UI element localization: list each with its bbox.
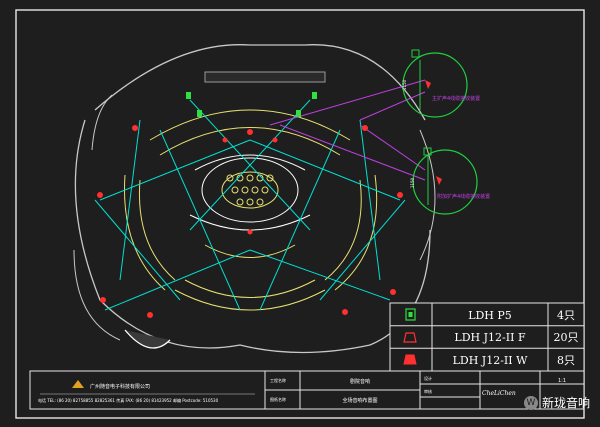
speaker-red-icon [403, 354, 417, 365]
legend-qty: 8只 [557, 354, 575, 367]
speaker-markers [97, 92, 403, 318]
watermark: W 新珑音响 [523, 394, 590, 411]
legend-model: LDH J12-II W [453, 354, 529, 367]
lower-callout-note: 附加扩声4线缆接收装置 [437, 193, 490, 200]
speaker-legend-table: LDH P5 4只 LDH J12-II F 20只 LDH J12-II W … [389, 302, 585, 372]
company-logo-icon [72, 380, 84, 388]
legend-qty: 4只 [557, 309, 575, 322]
lower-callout-number: 1150 [410, 177, 415, 188]
speaker-red-icon [147, 312, 153, 318]
speaker-red-icon [97, 192, 103, 198]
speaker-green-icon [296, 110, 301, 117]
stage-area [201, 157, 299, 223]
watermark-text: 新珑音响 [541, 396, 590, 410]
legend-model: LDH J12-II F [454, 331, 526, 344]
watermark-logo-icon: W [523, 395, 538, 410]
legend-row: LDH J12-II F 20只 [403, 331, 579, 344]
designer-label: 设计 [424, 375, 432, 381]
drawing-name: 全场音响布置图 [342, 397, 377, 404]
project-label: 工程名称 [270, 377, 286, 383]
scale-value: 1:1 [558, 378, 566, 384]
title-block: 广州随音电子科技有限公司 电话 TEL: (86 20) 82758855 82… [29, 370, 585, 410]
speaker-red-icon [100, 297, 106, 303]
speaker-green-icon [423, 147, 432, 156]
speaker-red-icon [403, 332, 417, 343]
detail-circle-upper [402, 52, 468, 118]
project-name: 剧院音响 [350, 378, 370, 385]
legend-model: LDH P5 [468, 309, 512, 322]
checker-label: 审核 [424, 388, 432, 394]
speaker-red-icon [397, 192, 403, 198]
drawing-frame [15, 9, 585, 419]
speaker-red-icon [342, 309, 348, 315]
speaker-red-icon [132, 125, 138, 131]
drawing-label: 图纸名称 [270, 396, 286, 402]
upper-callout-note: 主扩声4线缆接收装置 [432, 95, 480, 102]
callout-lines [269, 79, 426, 181]
detail-callout-lower: 1150 附加扩声4线缆接收装置 [410, 147, 490, 215]
legend-qty: 20只 [554, 331, 579, 344]
speaker-red-icon [425, 80, 431, 89]
speaker-red-icon [222, 137, 228, 143]
speaker-green-icon [411, 49, 420, 58]
speaker-red-icon [272, 137, 278, 143]
speaker-coverage-lines [94, 99, 406, 311]
speaker-green-icon [186, 92, 191, 99]
speaker-red-icon [390, 289, 396, 295]
speaker-red-icon [247, 129, 253, 135]
speaker-red-icon [436, 176, 442, 185]
company-contact: 电话 TEL: (86 20) 82758855 82825361 传真 FAX… [38, 397, 219, 403]
speaker-green-icon [405, 308, 416, 321]
upper-callout-number: 1150 [402, 79, 407, 90]
company-name: 广州随音电子科技有限公司 [90, 383, 150, 390]
signature-mark: CheLiChen [482, 390, 516, 397]
detail-callout-upper: 1150 主扩声4线缆接收装置 [402, 49, 480, 118]
legend-row: LDH J12-II W 8只 [403, 354, 575, 367]
speaker-red-icon [247, 229, 253, 235]
speaker-green-icon [312, 92, 317, 99]
legend-row: LDH P5 4只 [405, 308, 575, 322]
speaker-green-icon [197, 110, 202, 117]
detail-circle-lower [412, 149, 478, 215]
speaker-red-icon [362, 125, 368, 131]
